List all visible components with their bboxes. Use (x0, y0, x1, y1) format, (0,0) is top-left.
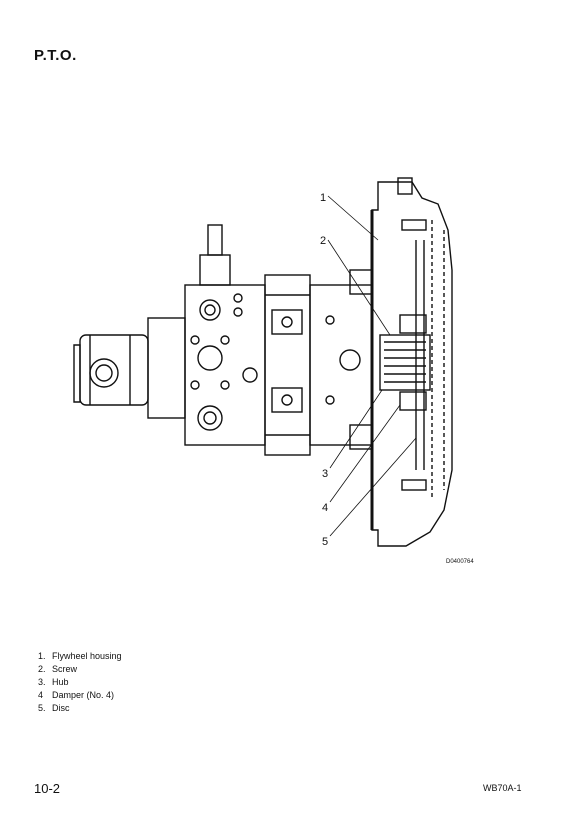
legend-num: 2. (38, 664, 46, 674)
page-number: 10-2 (34, 781, 61, 796)
legend-num: 1. (38, 651, 46, 661)
parts-legend: 1. Flywheel housing 2. Screw 3. Hub 4 Damper… (38, 650, 122, 715)
legend-text: Damper (No. 4) (52, 690, 115, 700)
legend-text: Flywheel housing (52, 651, 122, 661)
legend-num: 4 (38, 690, 44, 700)
legend-num: 5. (38, 703, 46, 713)
legend-text: Screw (52, 664, 78, 674)
callout-4: 4 (322, 502, 328, 514)
pto-illustration: 1 2 3 4 5 (73, 177, 453, 548)
model-code: WB70A-1 (483, 783, 522, 793)
callout-3: 3 (322, 468, 328, 480)
legend-item: 1. Flywheel housing (38, 650, 122, 663)
legend-text: Hub (52, 677, 69, 687)
page-title: P.T.O. (34, 47, 77, 64)
flywheel-housing-shape (371, 181, 453, 547)
legend-item: 4 Damper (No. 4) (38, 689, 122, 702)
legend-item: 5. Disc (38, 702, 122, 715)
pto-drawing: 1 2 3 4 5 (60, 170, 500, 550)
callout-1: 1 (320, 192, 326, 204)
legend-text: Disc (52, 703, 70, 713)
callout-2: 2 (320, 235, 326, 247)
callout-5: 5 (322, 536, 328, 548)
figure-code: D0400764 (446, 559, 474, 565)
legend-item: 3. Hub (38, 676, 122, 689)
hub-shape (379, 334, 431, 391)
legend-num: 3. (38, 677, 46, 687)
legend-item: 2. Screw (38, 663, 122, 676)
